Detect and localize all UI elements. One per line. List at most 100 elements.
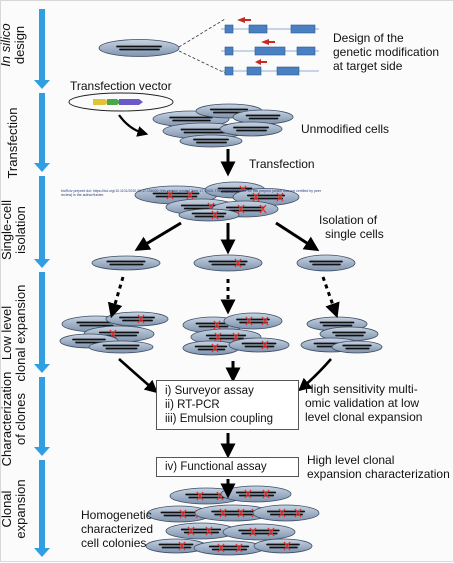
stage-label-single-cell-isolation: Single-cell isolation bbox=[0, 200, 28, 260]
transfection-vector-label: Transfection vector bbox=[70, 79, 172, 93]
edit-marker bbox=[186, 190, 194, 200]
zoom-line bbox=[178, 18, 226, 48]
exon-box bbox=[224, 46, 234, 56]
edit-marker bbox=[249, 527, 257, 537]
transfection-vector bbox=[68, 92, 174, 112]
cell-body bbox=[178, 208, 240, 222]
stage-arrow-shaft bbox=[39, 377, 45, 448]
edit-marker bbox=[211, 343, 219, 353]
vector-element bbox=[93, 99, 109, 105]
cell bbox=[232, 109, 294, 125]
stage-arrow bbox=[34, 93, 50, 172]
stage-arrow-head bbox=[34, 163, 50, 172]
exon-box bbox=[224, 24, 234, 34]
stage-label-in-silico-design: In silico design bbox=[0, 23, 27, 67]
design-schematic bbox=[68, 17, 319, 112]
edit-marker bbox=[178, 541, 186, 551]
isolation-label: Isolation of single cells bbox=[319, 213, 384, 241]
cell bbox=[220, 485, 292, 503]
cell bbox=[105, 311, 169, 327]
stage-arrow-head bbox=[34, 447, 50, 456]
edit-marker bbox=[267, 527, 275, 537]
validation-description: High sensitivity multi- omic validation … bbox=[305, 382, 423, 424]
cell bbox=[146, 505, 212, 523]
exon-box bbox=[290, 24, 316, 34]
cell bbox=[98, 39, 180, 57]
cell-body bbox=[253, 538, 313, 554]
edit-marker bbox=[278, 508, 286, 518]
transfection-step-label: Transfection bbox=[249, 157, 315, 171]
modification-arrow bbox=[237, 17, 251, 23]
preprint-overlay-text: bioRxiv preprint doi: https://doi.org/10… bbox=[61, 189, 321, 197]
cell bbox=[178, 208, 240, 222]
cell-body bbox=[179, 134, 243, 148]
flow-arrow-dashed bbox=[321, 276, 340, 319]
cell-body bbox=[105, 311, 169, 327]
stage-arrow-shaft bbox=[39, 272, 45, 365]
modification-arrow bbox=[255, 59, 267, 65]
exon-box bbox=[296, 46, 316, 56]
edit-marker bbox=[179, 509, 187, 519]
edit-marker bbox=[283, 541, 291, 551]
stage-arrow bbox=[34, 377, 50, 456]
functional-assay-box: iv) Functional assay bbox=[156, 457, 299, 477]
edit-marker bbox=[252, 192, 260, 202]
colonies-label: Homogenetic characterized cell colonies bbox=[81, 508, 154, 550]
exon-box bbox=[254, 46, 286, 56]
cell bbox=[91, 255, 161, 271]
cell bbox=[296, 254, 356, 272]
vector-element bbox=[119, 99, 143, 105]
exon-box bbox=[224, 66, 234, 76]
edit-marker bbox=[237, 204, 245, 214]
flow-arrow bbox=[118, 114, 149, 137]
edit-marker bbox=[219, 508, 227, 518]
stage-arrow-head bbox=[34, 548, 50, 557]
edit-marker bbox=[137, 314, 145, 324]
edit-marker bbox=[276, 192, 284, 202]
vector-element bbox=[107, 99, 121, 105]
stage-arrow-shaft bbox=[39, 9, 45, 81]
cell bbox=[222, 523, 296, 541]
edit-marker bbox=[261, 340, 269, 350]
flow-arrow-dashed bbox=[107, 276, 125, 319]
stage-arrow-head bbox=[34, 80, 50, 89]
cell bbox=[193, 540, 265, 556]
flow-arrows bbox=[107, 114, 340, 499]
edit-marker bbox=[259, 204, 267, 214]
cell bbox=[223, 312, 283, 330]
edit-marker bbox=[187, 526, 195, 536]
cell bbox=[145, 538, 207, 554]
stage-arrow bbox=[34, 272, 50, 373]
flow-arrow bbox=[134, 221, 182, 251]
edit-marker bbox=[235, 543, 243, 553]
stage-arrow-head bbox=[34, 259, 50, 268]
assay-box: i) Surveyor assay ii) RT-PCR iii) Emulsi… bbox=[156, 380, 299, 430]
cell bbox=[182, 340, 240, 356]
modification-arrow bbox=[261, 39, 275, 45]
stage-label-transfection: Transfection bbox=[5, 107, 20, 179]
flow-arrow bbox=[298, 358, 332, 392]
edit-marker bbox=[262, 489, 270, 499]
cell-body bbox=[98, 39, 180, 57]
functional-assay: iv) Functional assay bbox=[165, 461, 267, 473]
stage-label-characterization-of-clones: Characterization of clones bbox=[0, 371, 28, 467]
flow-arrow bbox=[118, 358, 158, 394]
stage-arrows bbox=[34, 9, 50, 557]
assay-surveyor: i) Surveyor assay bbox=[165, 385, 254, 397]
flow-arrow bbox=[275, 221, 320, 252]
cell-body bbox=[228, 337, 290, 353]
edit-marker bbox=[244, 489, 252, 499]
stage-arrow bbox=[34, 9, 50, 89]
cell-body bbox=[223, 312, 283, 330]
stage-arrow bbox=[34, 176, 50, 268]
stage-arrow bbox=[34, 460, 50, 557]
stage-arrow-shaft bbox=[39, 460, 45, 549]
edit-marker bbox=[217, 543, 225, 553]
cell-body bbox=[88, 340, 154, 354]
edit-marker bbox=[214, 332, 222, 342]
stage-arrow-shaft bbox=[39, 93, 45, 164]
cell bbox=[193, 254, 263, 272]
zoom-line bbox=[178, 50, 226, 74]
characterization-description: High level clonal expansion characteriza… bbox=[307, 453, 450, 481]
